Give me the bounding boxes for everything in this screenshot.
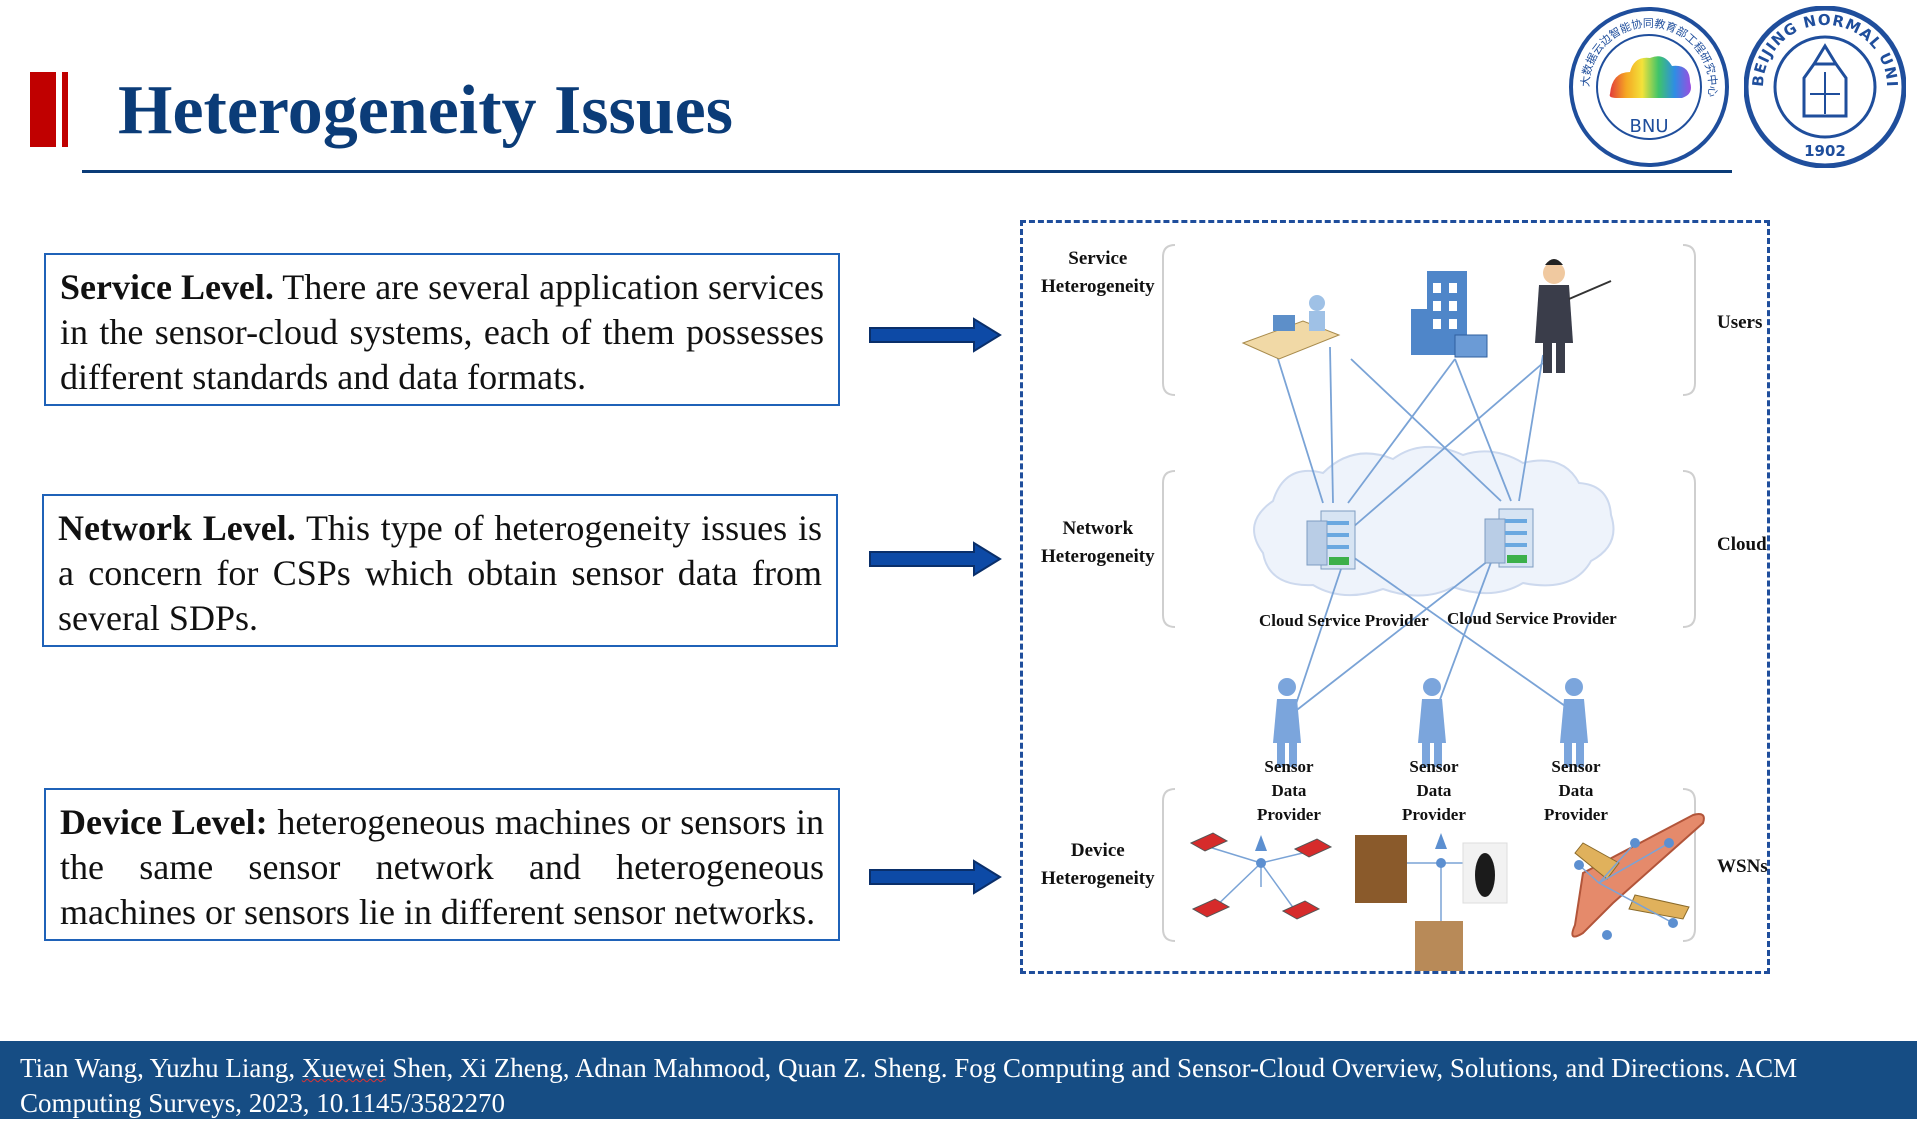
citation-authors-start: Tian Wang, Yuzhu Liang, [20, 1053, 302, 1083]
service-level-lead: Service Level. [60, 267, 274, 307]
right-arrow-icon [869, 859, 1002, 895]
beijing-normal-university-seal: BEIJING NORMAL UNIVERSITY 1902 [1744, 6, 1906, 168]
device-level-text: heterogeneous machines or sensors in the… [60, 802, 824, 932]
car-icon [1293, 838, 1333, 858]
bjnu-year: 1902 [1804, 142, 1846, 160]
bnu-research-center-logo: 大数据云边智能协同教育部工程研究中心 BNU [1569, 7, 1729, 167]
person-icon [1418, 678, 1446, 767]
title-accent-bar [30, 72, 56, 147]
title-accent-bar-thin [62, 72, 68, 147]
car-icon [1191, 898, 1231, 918]
car-icon [1189, 832, 1229, 852]
bnu-logo-text: BNU [1630, 116, 1669, 137]
users-label: Users [1717, 312, 1763, 333]
network-level-text: This type of heterogeneity issues is a c… [58, 508, 822, 638]
title-divider [82, 170, 1732, 173]
cloud-service-provider-label: Cloud Service Provider [1259, 611, 1429, 630]
right-arrow-icon [869, 541, 1002, 577]
diagram-graphics [1162, 244, 1705, 971]
network-level-box: Network Level. This type of heterogeneit… [42, 494, 838, 647]
citation-footer: Tian Wang, Yuzhu Liang, Xuewei Shen, Xi … [0, 1041, 1917, 1119]
antenna-icon [1435, 833, 1447, 868]
presenter-icon [1535, 259, 1612, 373]
page-title: Heterogeneity Issues [118, 72, 733, 149]
person-icon [1560, 678, 1588, 767]
server-icon [1484, 508, 1534, 568]
citation-author-misspelled: Xuewei [301, 1053, 386, 1083]
cloud-label: Cloud [1717, 534, 1767, 555]
wsns-label: WSNs [1717, 856, 1768, 877]
device-level-lead: Device Level: [60, 802, 268, 842]
antenna-icon [1255, 835, 1267, 868]
right-arrow-icon [869, 317, 1002, 353]
service-level-text: There are several application services i… [60, 267, 824, 397]
lion-photo [1415, 921, 1463, 971]
tiger-photo [1355, 835, 1407, 903]
server-icon [1306, 510, 1356, 570]
device-level-box: Device Level: heterogeneous machines or … [44, 788, 840, 941]
person-icon [1273, 678, 1301, 767]
network-level-lead: Network Level. [58, 508, 296, 548]
cloud-service-provider-label: Cloud Service Provider [1447, 609, 1617, 628]
airplane-icon [1571, 813, 1705, 938]
citation-rest: Shen, Xi Zheng, Adnan Mahmood, Quan Z. S… [20, 1053, 1798, 1118]
service-level-box: Service Level. There are several applica… [44, 253, 840, 406]
car-icon [1281, 900, 1321, 920]
building-icon [1411, 271, 1488, 358]
user-desk-icon [1241, 295, 1341, 360]
